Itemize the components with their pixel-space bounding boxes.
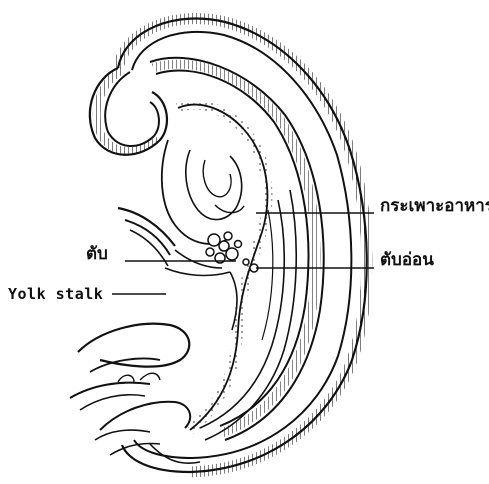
pancreas-label: ตับอ่อน [380,252,434,269]
inner-band [150,58,324,440]
liver-label: ตับ [86,246,108,263]
yolk-stalk-label: Yolk stalk [8,287,103,302]
head-fold [90,68,167,155]
stomach-label: กระเพาะอาหาร [380,198,489,215]
yolk-stalk-region [118,208,237,330]
